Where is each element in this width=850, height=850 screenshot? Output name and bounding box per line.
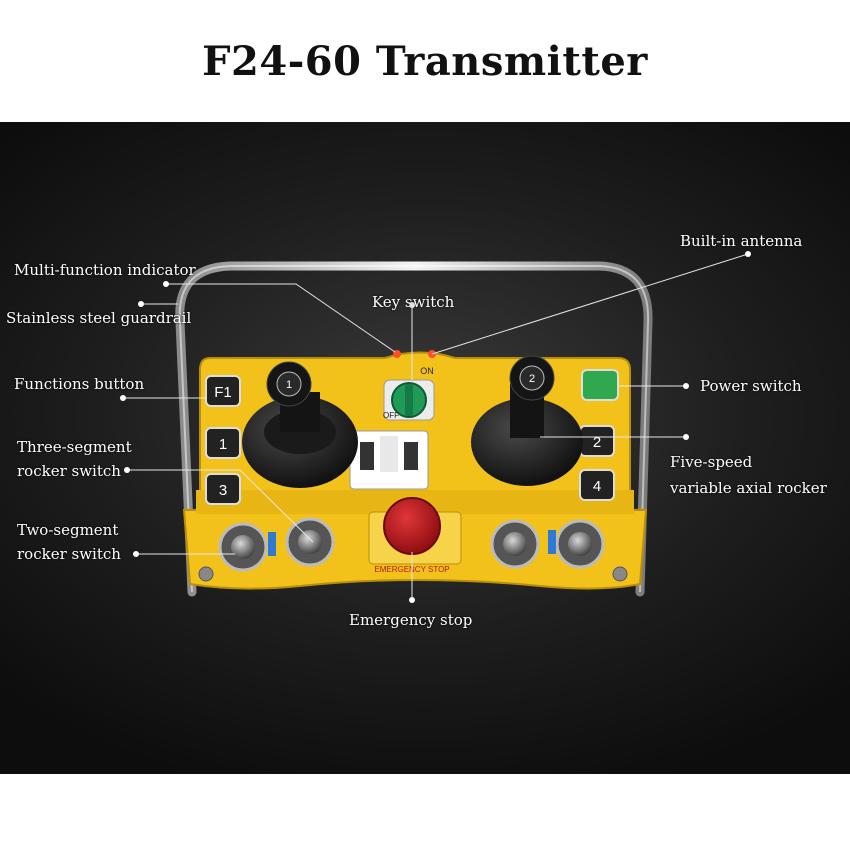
button-f1-label: F1 <box>214 384 232 401</box>
three-segment-rocker-right <box>490 519 540 569</box>
button-2-label: 2 <box>593 434 601 451</box>
button-4-label: 4 <box>593 478 601 495</box>
label-multi-function-indicator: Multi-function indicator <box>14 261 196 279</box>
two-segment-rocker-right <box>548 519 605 569</box>
label-two-segment-line2: rocker switch <box>17 545 121 563</box>
button-1-label: 1 <box>219 436 227 453</box>
leader-multi-function <box>166 283 396 353</box>
page-title: F24-60 Transmitter <box>202 38 648 85</box>
two-segment-rocker-left <box>218 522 276 572</box>
label-five-speed-line2: variable axial rocker <box>670 479 827 497</box>
product-photo-area: F1 1 3 2 4 1 2 ON OFF EMERGENCY STOP <box>0 122 850 774</box>
label-key-switch: Key switch <box>372 293 455 311</box>
leader-antenna <box>431 253 749 355</box>
label-two-segment-line1: Two-segment <box>17 521 119 539</box>
three-segment-rocker-left <box>285 517 335 567</box>
emergency-stop-button <box>383 497 441 555</box>
key-on-label: ON <box>420 366 434 376</box>
button-3-label: 3 <box>219 482 227 499</box>
joystick-left-badge: 1 <box>286 379 292 391</box>
leader-three-segment <box>127 469 314 543</box>
joystick-right-badge: 2 <box>529 373 535 385</box>
label-five-speed-line1: Five-speed <box>670 453 753 471</box>
label-three-segment-line1: Three-segment <box>17 438 132 456</box>
label-functions-button: Functions button <box>14 375 145 393</box>
transmitter-illustration: F1 1 3 2 4 1 2 ON OFF EMERGENCY STOP <box>120 251 751 603</box>
label-three-segment-line2: rocker switch <box>17 462 121 480</box>
label-power-switch: Power switch <box>700 377 802 395</box>
key-off-label: OFF <box>383 411 399 420</box>
label-built-in-antenna: Built-in antenna <box>680 232 803 250</box>
label-emergency-stop: Emergency stop <box>349 611 473 629</box>
label-stainless-steel-guardrail: Stainless steel guardrail <box>6 309 192 327</box>
